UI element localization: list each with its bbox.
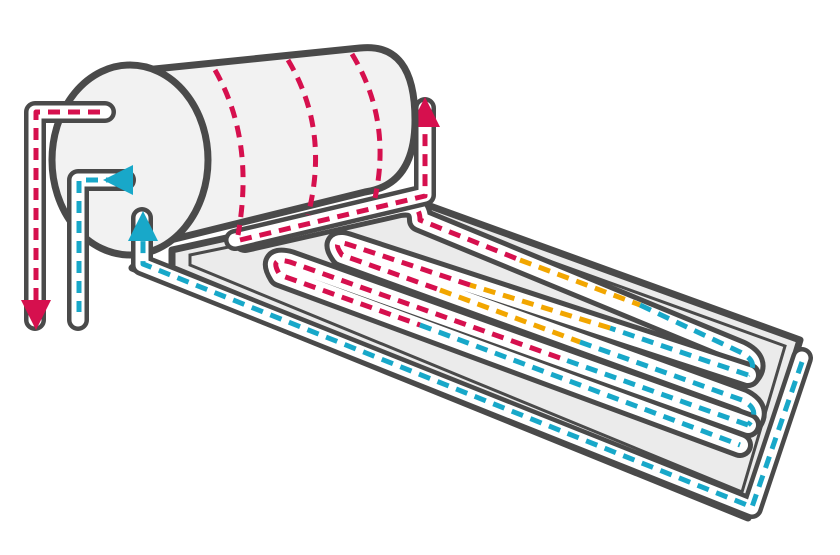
tube-row-3-flow-cold [559,355,749,428]
tube-row-1-flow-cold [638,302,755,377]
cold-inlet-pipe [67,165,136,331]
tube-row-3-flow-cold-b [419,322,741,448]
tube-row-2-flow-hot [335,240,471,293]
cold-return-pipe [128,207,813,519]
tube-row-1-flow-warm [519,257,641,308]
tube-row-2-flow-warm-b [439,287,581,345]
tank-heat-band-1 [212,68,246,236]
tube-row-2-flow-cold-b [579,339,757,427]
tube-row-2-flow-warm [469,282,611,331]
tube-row-2-flow-cold [609,325,749,378]
tank-heat-band-2 [285,58,318,216]
tube-row-3-flow-hot [273,258,561,361]
hot-outlet-pipe [21,101,116,331]
tube-row-1-flow [244,202,521,263]
hot-riser-pipe [224,97,440,251]
tank-heat-band-3 [349,52,383,199]
